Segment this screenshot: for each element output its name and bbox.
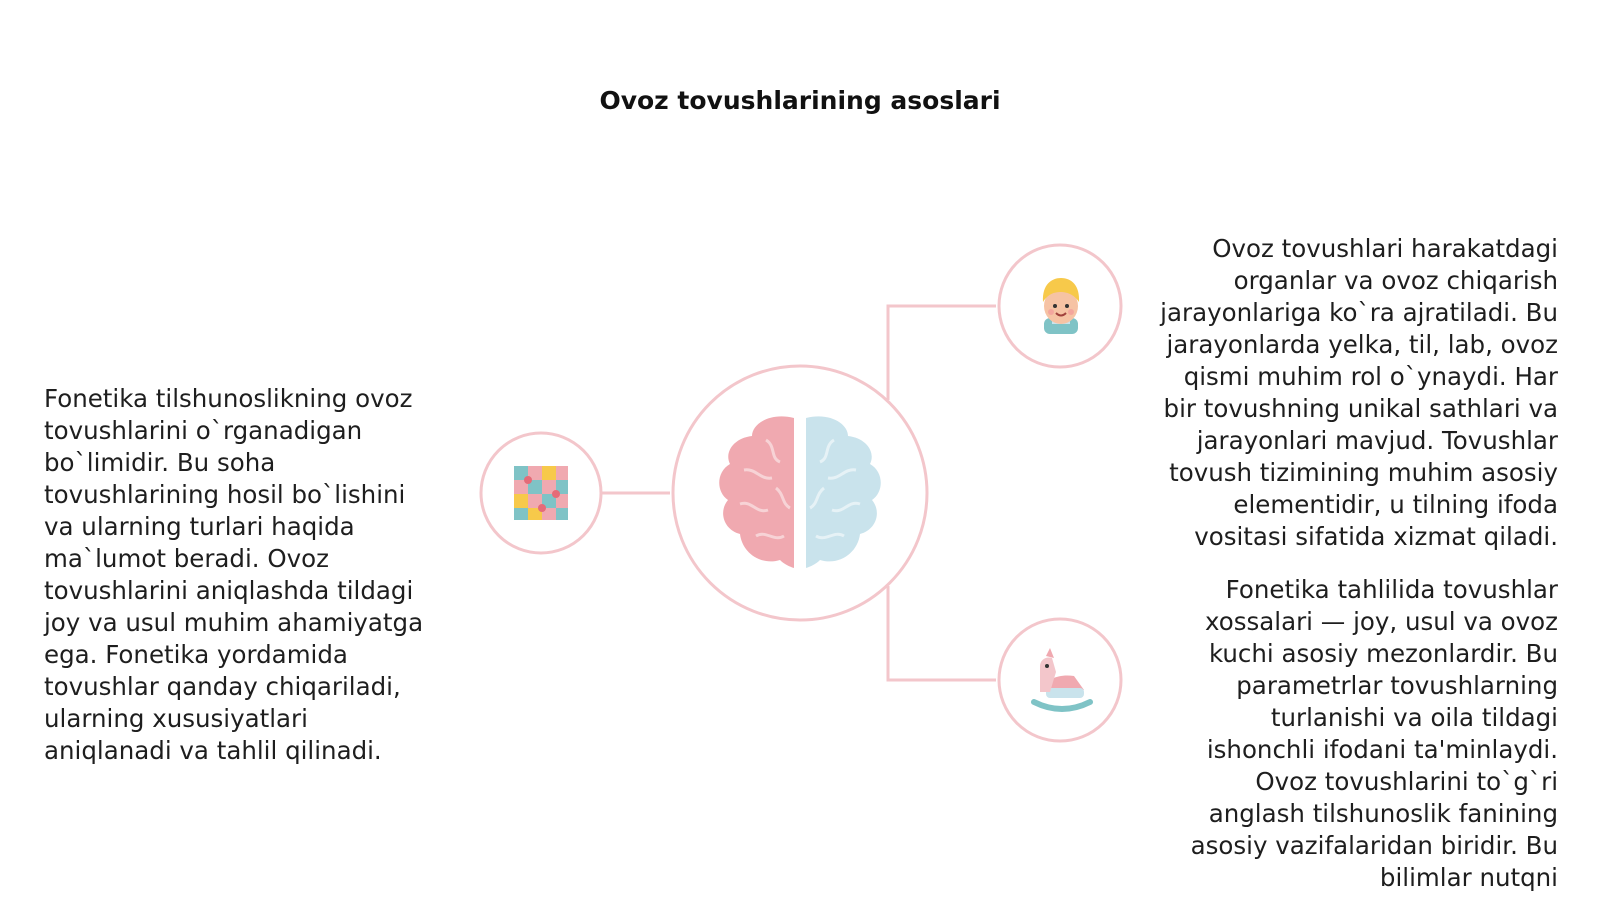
connector-top-right (886, 304, 996, 400)
top-right-node (997, 243, 1123, 369)
left-node (479, 431, 603, 555)
center-node (671, 364, 929, 622)
connector-bottom-right (886, 586, 996, 682)
brain-icon (719, 416, 881, 568)
child-face-icon (1042, 278, 1080, 334)
bottom-right-node (997, 617, 1123, 743)
puzzle-icon (514, 466, 568, 520)
right-bottom-description: Fonetika tahlilida tovushlar xossalari —… (1190, 575, 1558, 892)
left-description: Fonetika tilshunoslikning ovoz tovushlar… (44, 384, 424, 765)
left-ring (479, 431, 603, 555)
page-title: Ovoz tovushlarining asoslari (599, 86, 1001, 115)
center-ring (671, 364, 929, 622)
rocking-horse-icon (1031, 648, 1093, 712)
bottom-right-ring (997, 617, 1123, 743)
top-right-ring (997, 243, 1123, 369)
connector-lines (602, 304, 996, 682)
right-top-description: Ovoz tovushlari harakatdagi organlar va … (1160, 234, 1558, 551)
